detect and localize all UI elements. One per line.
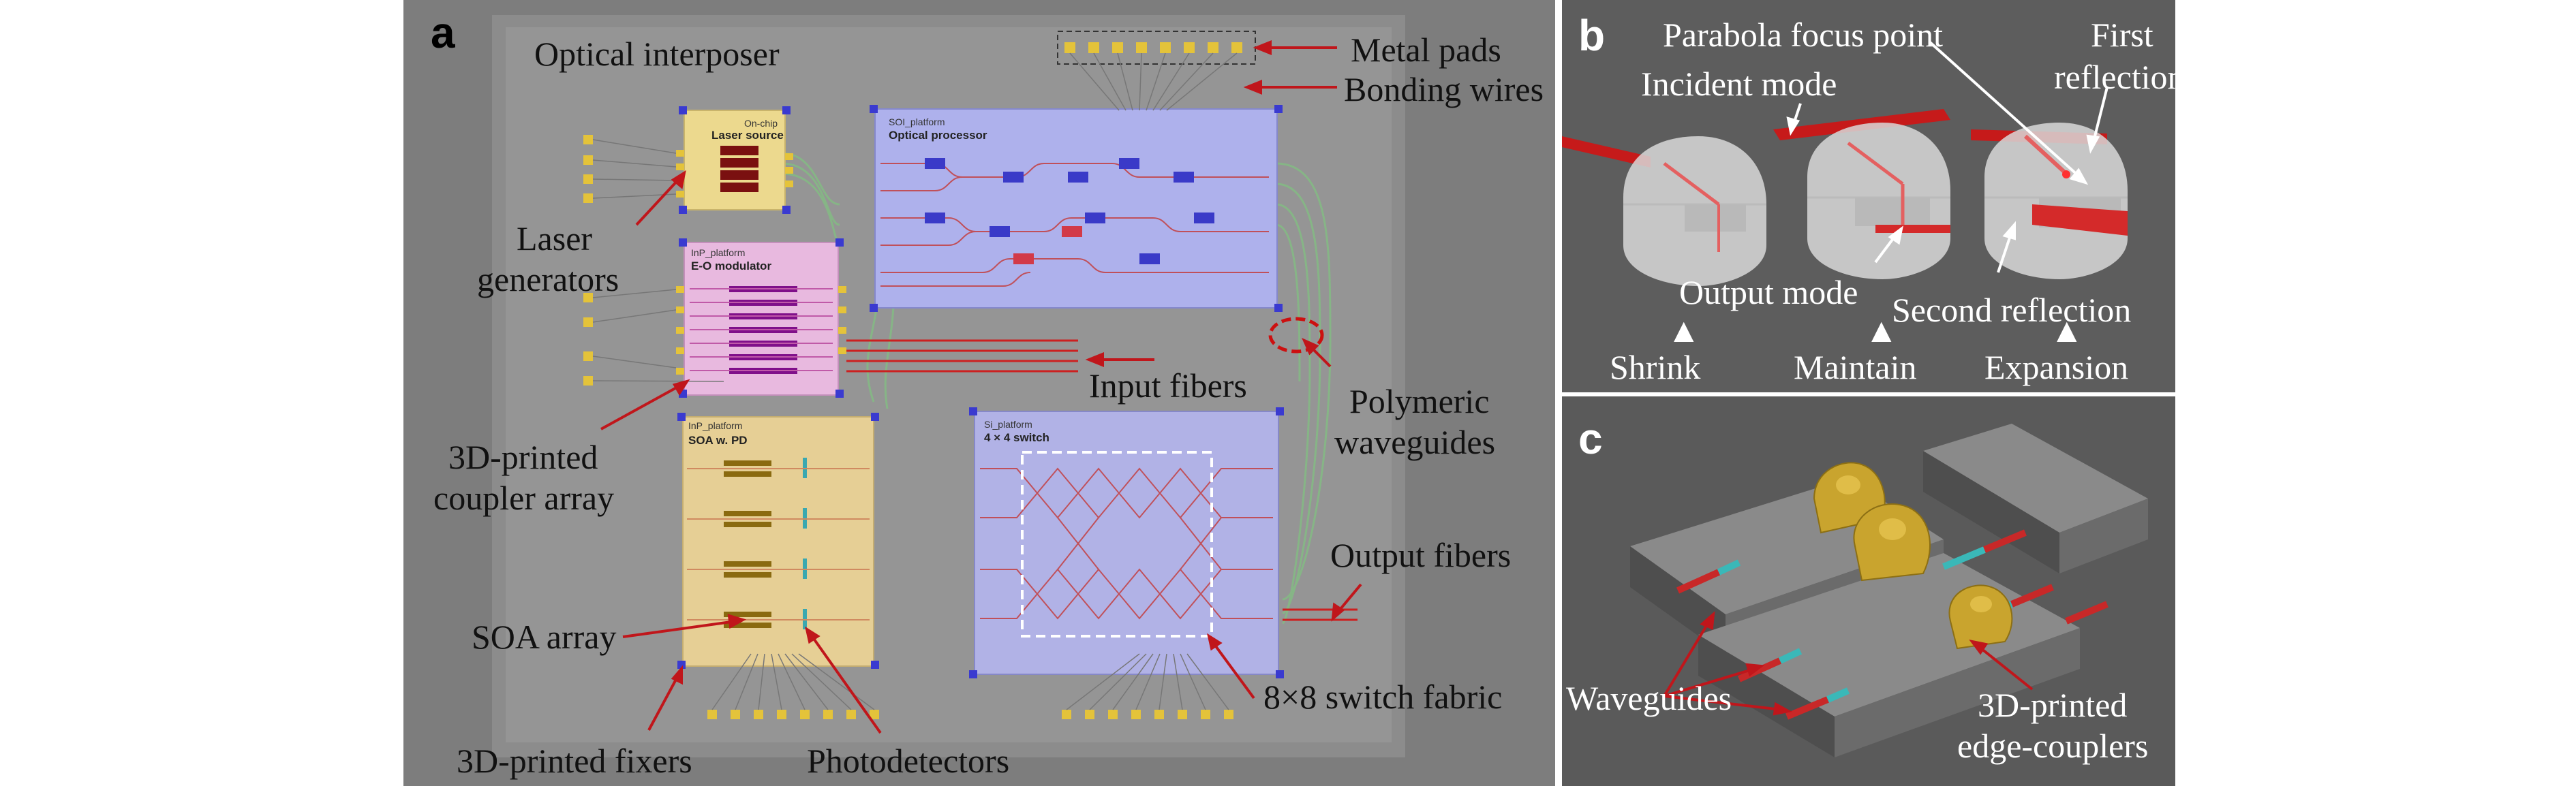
polymeric-waveguides-label-1: Polymeric	[1349, 382, 1490, 420]
switch-bond-pads	[1062, 653, 1233, 719]
first-reflection-label-1: First	[2091, 16, 2153, 54]
soa-array-label: SOA array	[472, 618, 616, 656]
second-reflection-label: Second reflection	[1892, 291, 2131, 329]
coupler-shrink	[1623, 136, 1766, 286]
expansion-marker: ▲	[2050, 311, 2084, 349]
edge-couplers-label-1: 3D-printed	[1978, 686, 2127, 724]
panel-b-diagram: b Parabola focus point First	[1562, 11, 2175, 386]
laser-generators-label-2: generators	[477, 260, 619, 298]
laser-source-chip: On-chip Laser source	[679, 106, 791, 214]
output-mode-label: Output mode	[1679, 273, 1858, 311]
switch-chip-platform: Si_platform	[984, 419, 1032, 430]
incident-mode-label: Incident mode	[1641, 65, 1837, 103]
expansion-label: Expansion	[1984, 348, 2128, 386]
panel-a-diagram: a Optical interposer On-chip Laser sourc…	[431, 8, 1544, 780]
processor-chip-name: Optical processor	[889, 129, 987, 142]
waveguides-label: Waveguides	[1566, 679, 1732, 717]
modulator-bond-pads	[583, 286, 846, 386]
maintain-label: Maintain	[1794, 348, 1917, 386]
shrink-label: Shrink	[1610, 348, 1700, 386]
soa-bond-pads	[707, 653, 879, 719]
first-reflection-label-2: reflection	[2054, 58, 2175, 96]
parabola-focus-label: Parabola focus point	[1663, 16, 1943, 54]
soa-chip-platform: InP_platform	[688, 420, 742, 431]
coupler-maintain	[1807, 123, 1950, 279]
panel-b-arrows	[1786, 41, 2109, 273]
panel-c-arrows	[1663, 611, 2034, 716]
polymeric-waveguides-label-2: waveguides	[1334, 423, 1495, 461]
panel-b-letter: b	[1578, 11, 1605, 60]
input-fibers	[846, 339, 1078, 373]
laser-chip-platform: On-chip	[744, 118, 778, 129]
interposer-title: Optical interposer	[534, 35, 780, 73]
panel-a-interposer: a Optical interposer On-chip Laser sourc…	[403, 0, 1555, 786]
coupler-array-label-1: 3D-printed	[448, 438, 598, 476]
fixers-label: 3D-printed fixers	[457, 742, 692, 780]
polymeric-waveguide-highlight	[1268, 317, 1324, 353]
maintain-marker: ▲	[1865, 311, 1899, 349]
shrink-marker: ▲	[1667, 311, 1701, 349]
laser-generators-label-1: Laser	[517, 219, 592, 257]
soa-chip-name: SOA w. PD	[688, 434, 748, 447]
switch-fabric-label: 8×8 switch fabric	[1263, 678, 1502, 716]
output-fibers-label: Output fibers	[1330, 536, 1511, 574]
laser-chip-name: Laser source	[711, 129, 784, 142]
processor-chip-platform: SOI_platform	[889, 116, 945, 127]
switch-chip: Si_platform 4 × 4 switch	[969, 407, 1284, 678]
input-fibers-label: Input fibers	[1089, 366, 1247, 405]
metal-pads-label: Metal pads	[1351, 31, 1501, 69]
edge-coupler-highlights	[1836, 475, 1992, 612]
edge-couplers-label-2: edge-couplers	[1957, 727, 2148, 765]
coupler-array-label-2: coupler array	[433, 479, 614, 517]
panel-a-arrows	[600, 40, 1362, 734]
panel-b-edge-coupler-modes: b Parabola focus point First	[1562, 0, 2175, 392]
modulator-chip-platform: InP_platform	[691, 247, 745, 258]
edge-coupler-domes	[1813, 462, 2013, 650]
soa-pd-chip: InP_platform SOA w. PD	[677, 413, 879, 669]
switch-fabric-outline	[1021, 451, 1213, 638]
switch-chip-name: 4 × 4 switch	[984, 431, 1049, 444]
eo-modulator-chip: InP_platform E-O modulator	[679, 238, 844, 398]
panel-c-letter: c	[1578, 414, 1603, 463]
panel-a-letter: a	[431, 8, 455, 57]
output-fibers	[1283, 608, 1358, 621]
optical-processor-chip: SOI_platform Optical processor	[870, 105, 1283, 312]
coupler-expansion	[1984, 123, 2128, 279]
photodetectors-label: Photodetectors	[807, 742, 1009, 780]
panel-c-edge-couplers: c	[1562, 396, 2175, 786]
panel-c-diagram: c	[1566, 414, 2148, 765]
modulator-chip-name: E-O modulator	[691, 260, 771, 272]
bonding-wires-label: Bonding wires	[1344, 70, 1544, 108]
